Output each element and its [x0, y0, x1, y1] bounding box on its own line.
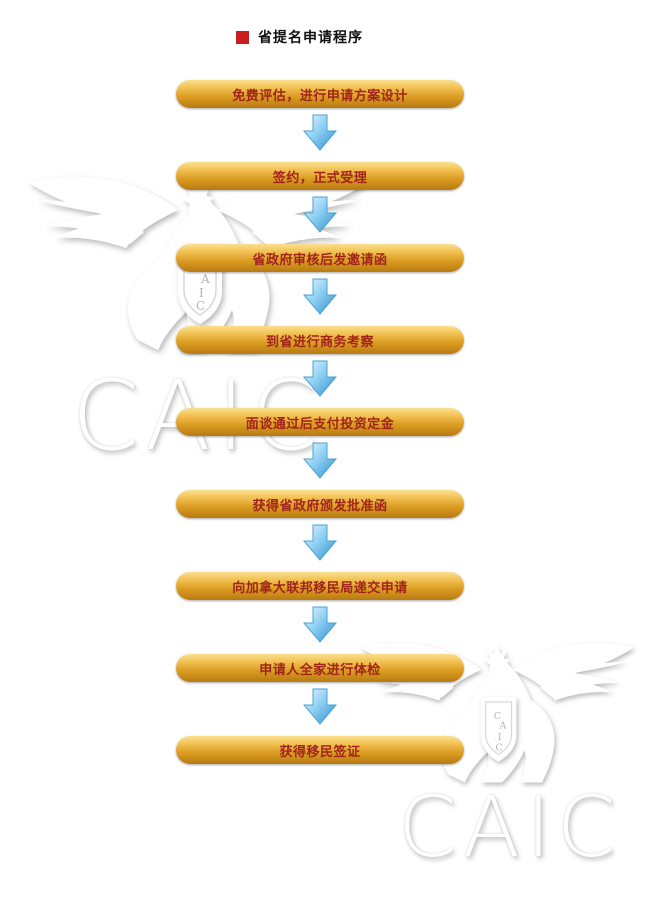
down-arrow-icon — [302, 196, 338, 233]
down-arrow-icon — [302, 114, 338, 151]
watermark-emblem-letter: A — [498, 721, 507, 732]
watermark-emblem-letter: A — [200, 272, 210, 286]
flow-step-label: 签约，正式受理 — [272, 170, 368, 186]
flow-step-5: 面谈通过后支付投资定金 — [176, 408, 464, 436]
page-title: 省提名申请程序 — [236, 28, 363, 46]
flow-step-label: 到省进行商务考察 — [265, 334, 374, 350]
flow-step-4: 到省进行商务考察 — [176, 326, 464, 354]
watermark-emblem-letter: I — [199, 286, 204, 300]
down-arrow-icon — [302, 278, 338, 315]
down-arrow-icon — [302, 442, 338, 479]
flow-step-label: 向加拿大联邦移民局递交申请 — [232, 580, 408, 596]
flow-step-1: 免费评估，进行申请方案设计 — [176, 80, 464, 108]
flow-step-label: 申请人全家进行体检 — [259, 662, 381, 678]
down-arrow-icon — [302, 688, 338, 725]
down-arrow-icon — [302, 606, 338, 643]
watermark-emblem-letter: I — [498, 732, 502, 743]
flow-step-label: 免费评估，进行申请方案设计 — [232, 88, 408, 104]
flow-step-label: 省政府审核后发邀请函 — [252, 252, 388, 268]
flow-step-label: 面谈通过后支付投资定金 — [245, 416, 395, 432]
flow-step-8: 申请人全家进行体检 — [176, 654, 464, 682]
flow-step-label: 获得移民签证 — [279, 744, 361, 760]
flow-step-2: 签约，正式受理 — [176, 162, 464, 190]
down-arrow-icon — [302, 360, 338, 397]
flow-step-label: 获得省政府颁发批准函 — [252, 498, 388, 514]
page-title-text: 省提名申请程序 — [258, 30, 363, 46]
watermark-caic-text-2: CAIC — [398, 778, 622, 876]
down-arrow-icon — [302, 524, 338, 561]
flow-step-6: 获得省政府颁发批准函 — [176, 490, 464, 518]
watermark-emblem-2: C A I C — [360, 642, 634, 783]
flow-step-7: 向加拿大联邦移民局递交申请 — [176, 572, 464, 600]
flow-step-9: 获得移民签证 — [176, 736, 464, 764]
watermark-emblem-letter: C — [494, 711, 501, 722]
watermark-emblem-letter: C — [196, 299, 205, 313]
title-marker-square — [236, 30, 249, 44]
watermark-emblem-letter: C — [495, 742, 502, 753]
flow-step-3: 省政府审核后发邀请函 — [176, 244, 464, 272]
